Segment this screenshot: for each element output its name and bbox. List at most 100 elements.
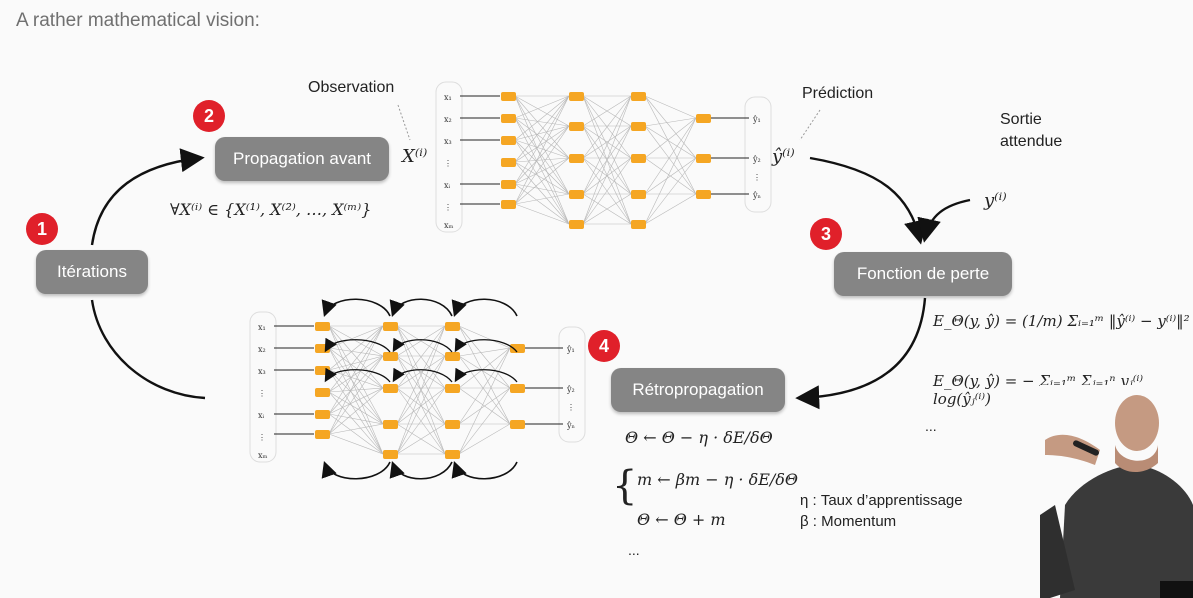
network-edge: [644, 157, 697, 195]
network-node: [501, 136, 516, 145]
network-node: [445, 322, 460, 331]
network-edge: [328, 433, 384, 455]
network-edge: [396, 355, 446, 389]
network-edge: [514, 157, 570, 205]
network-edge: [514, 125, 570, 205]
network-node: [445, 352, 460, 361]
backprop-arrow: [389, 460, 453, 480]
arrow-back-to-iter: [90, 299, 206, 400]
backprop-arrow: [454, 367, 518, 383]
network-node: [569, 190, 584, 199]
network-edge: [514, 95, 570, 185]
network-edge: [458, 347, 511, 455]
network-edge: [514, 125, 570, 163]
input-label: xᵢ: [258, 411, 265, 420]
backprop-arrow: [451, 298, 518, 318]
network-edge: [458, 387, 511, 425]
input-label: x₂: [444, 115, 452, 124]
network-edge: [328, 369, 384, 389]
network-edge: [328, 325, 384, 349]
network-node: [510, 344, 525, 353]
network-node: [631, 190, 646, 199]
input-label: x₃: [258, 367, 266, 376]
loss-mse-math: E_Θ(y, ŷ) = (1/m) Σᵢ₌₁ᵐ ‖ŷ⁽ⁱ⁾ − y⁽ⁱ⁾‖²: [933, 312, 1190, 330]
slide-title: A rather mathematical vision:: [16, 10, 260, 31]
step-badge-4: 4: [588, 330, 620, 362]
output-bracket: [744, 96, 772, 213]
network-node: [383, 384, 398, 393]
network-edge: [328, 325, 384, 393]
input-label: xₘ: [444, 221, 454, 230]
arrow-expected-to-loss: [917, 198, 971, 243]
network-node: [696, 114, 711, 123]
input-label: x₃: [444, 137, 452, 146]
network-edge: [328, 347, 384, 389]
network-node: [569, 220, 584, 229]
backprop-arrow: [392, 367, 453, 383]
network-node: [501, 114, 516, 123]
backprop-arrow: [392, 337, 453, 353]
network-edge: [328, 355, 384, 435]
network-edge: [396, 387, 446, 455]
network-edge: [328, 325, 384, 357]
network-edge: [514, 139, 570, 195]
network-edge: [644, 95, 697, 119]
network-edge: [582, 125, 632, 225]
network-edge: [458, 325, 511, 425]
network-edge: [514, 117, 570, 195]
prediction-label: Prédiction: [802, 85, 874, 102]
loss-function-box: Fonction de perte: [834, 252, 1012, 296]
network-edge: [644, 117, 697, 127]
backprop-arrow: [389, 298, 453, 318]
input-label: ⋮: [258, 433, 266, 442]
network-edge: [458, 423, 511, 455]
network-edge: [514, 95, 570, 119]
beta-legend: β : Momentum: [800, 513, 897, 530]
network-edge: [644, 157, 697, 225]
input-label: x₁: [258, 323, 266, 332]
network-edge: [644, 125, 697, 159]
network-edge: [396, 325, 446, 389]
output-label: ⋮: [753, 173, 761, 182]
network-edge: [582, 157, 632, 195]
output-label: ⋮: [567, 403, 575, 412]
output-bracket: [558, 326, 586, 443]
network-edge: [328, 355, 384, 415]
network-edge: [328, 347, 384, 357]
network-edge: [328, 347, 384, 425]
network-node: [445, 450, 460, 459]
network-edge: [582, 95, 632, 127]
network-node: [315, 322, 330, 331]
arrow-pred-to-loss: [809, 156, 928, 245]
network-node: [510, 420, 525, 429]
network-edge: [514, 117, 570, 159]
network-edge: [396, 387, 446, 425]
network-node: [631, 92, 646, 101]
network-edge: [458, 347, 511, 357]
network-edge: [328, 387, 384, 435]
network-edge: [328, 413, 384, 455]
input-label: x₁: [444, 93, 452, 102]
input-vector-math: X⁽ⁱ⁾: [402, 146, 428, 167]
input-label: xₘ: [258, 451, 268, 460]
network-edge: [458, 355, 511, 425]
expected-output-label: Sortie attendue: [1000, 111, 1063, 150]
network-node: [569, 154, 584, 163]
network-edge: [514, 139, 570, 225]
output-label: ŷ₁: [752, 115, 761, 124]
input-bracket: [435, 81, 463, 233]
iterations-box: Itérations: [36, 250, 148, 294]
network-edge: [514, 95, 570, 205]
network-node: [631, 220, 646, 229]
network-edge: [644, 95, 697, 195]
step-badge-3: 3: [810, 218, 842, 250]
prediction-math: ŷ⁽ⁱ⁾: [772, 146, 795, 167]
network-edge: [514, 95, 570, 159]
input-label: x₂: [258, 345, 266, 354]
update-momentum-math: m ← βm − η · δE/δΘ: [637, 470, 799, 489]
network-node: [696, 190, 711, 199]
backprop-arrow: [451, 460, 518, 480]
forward-propagation-box: Propagation avant: [215, 137, 389, 181]
observation-label: Observation: [308, 79, 395, 96]
